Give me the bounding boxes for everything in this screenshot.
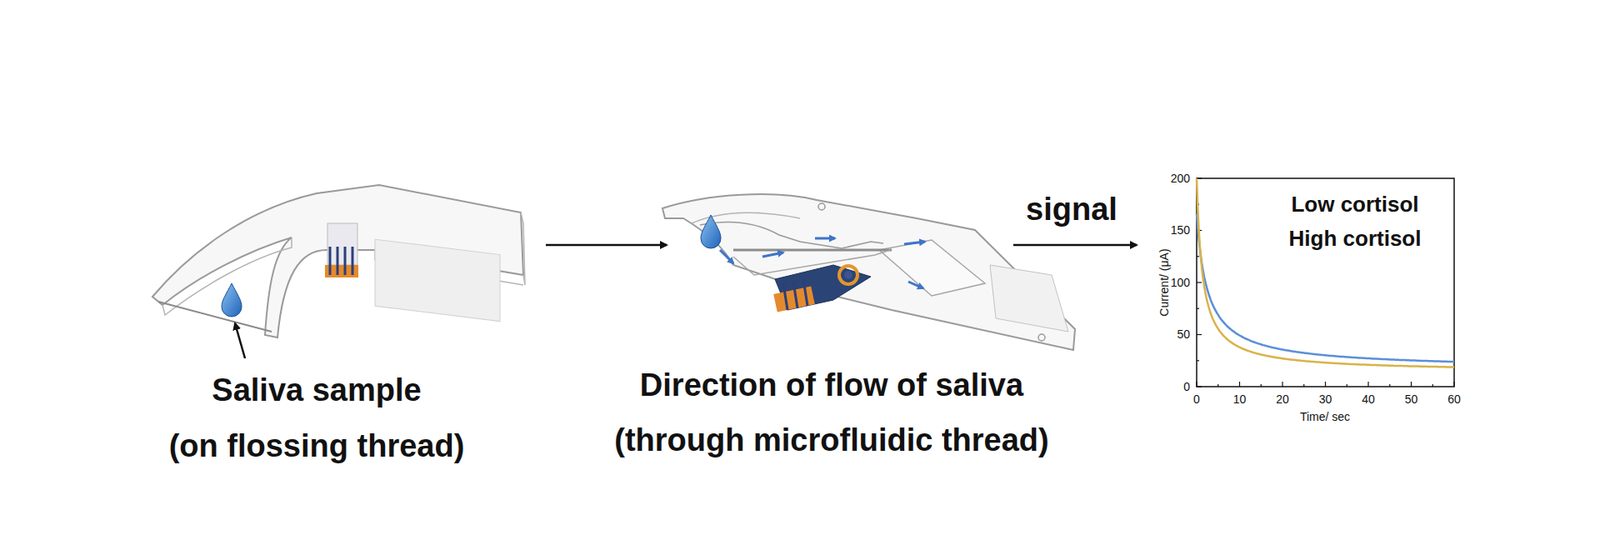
tick-label: 150 [1170,223,1190,237]
high-cortisol-curve [1196,178,1455,368]
tick-label: 50 [1405,392,1419,406]
low-cortisol-curve [1196,214,1455,363]
axis-title: Time/ sec [1300,410,1350,424]
caption: (through microfluidic thread) [614,422,1049,460]
legend-text: Low cortisol [1290,192,1419,218]
process-arrow [545,244,667,247]
tick-label: 20 [1275,392,1290,406]
tick-label: 200 [1170,171,1190,185]
tick-label: 40 [1361,392,1375,406]
tick-label: 0 [1183,380,1190,394]
tick-label: 0 [1193,392,1200,406]
caption: Saliva sample [211,372,421,410]
process-arrow [1013,244,1137,247]
tick-label: 50 [1176,327,1190,341]
microfluidic-device [662,194,1075,350]
tick-label: 100 [1170,275,1190,290]
axis-title: Current/ (μA) [1157,248,1171,316]
chart-frame [1196,178,1455,387]
caption: (on flossing thread) [169,428,465,465]
floss-pick-device [152,185,525,359]
tick-label: 60 [1447,392,1461,406]
legend-text: High cortisol [1289,226,1422,252]
tick-label: 30 [1319,392,1333,406]
arrow-label: signal [1025,191,1118,229]
tick-label: 10 [1233,392,1247,406]
caption: Direction of flow of saliva [640,367,1024,405]
